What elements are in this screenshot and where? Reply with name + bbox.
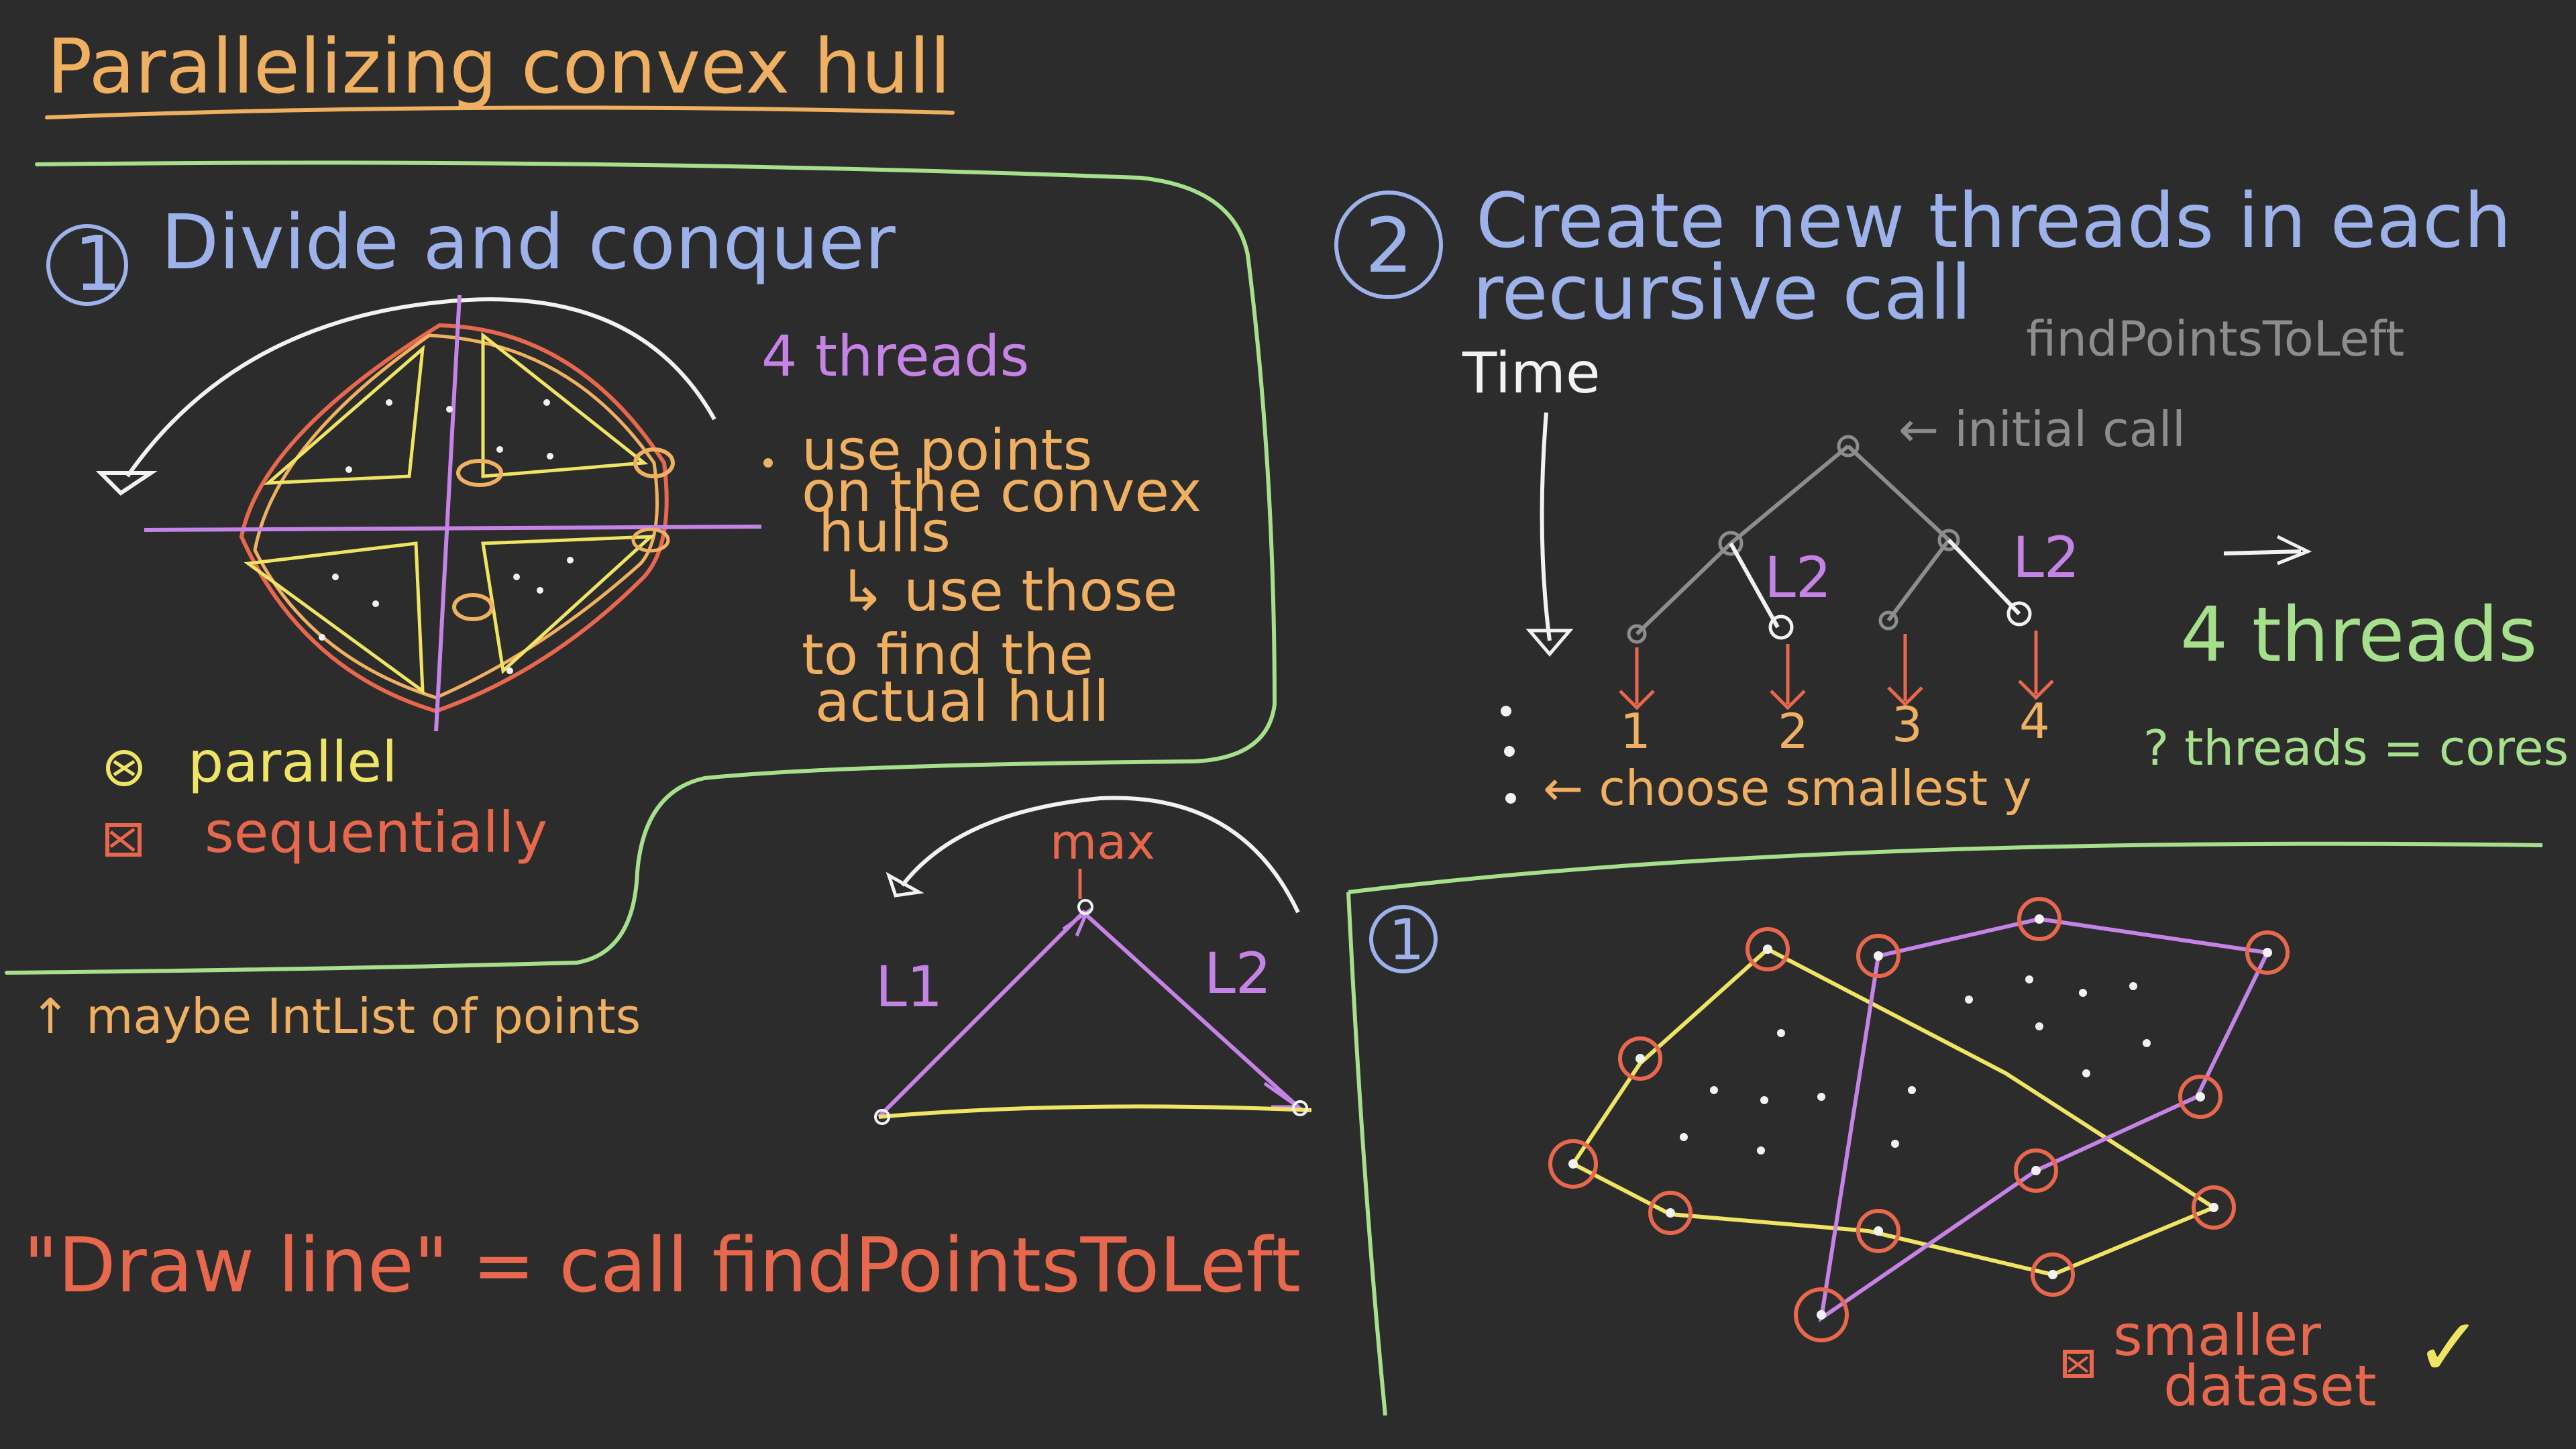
legend-parallel-label: parallel — [188, 729, 398, 795]
tree-leaf-3 — [1878, 610, 1898, 631]
leaf-label-2: 2 — [1778, 703, 1809, 759]
hull-red-outline — [239, 323, 669, 714]
smaller-dataset-line2: dataset — [2163, 1353, 2377, 1419]
triangle-l2-label: L2 — [1204, 941, 1271, 1006]
tree-node-right — [1937, 529, 1960, 551]
axis-vertical — [434, 294, 462, 732]
bullet-text: use points on the convex hulls — [802, 417, 1220, 565]
triangle-yellow-base — [878, 1104, 1312, 1119]
hull-point-marker — [633, 447, 675, 478]
section1-heading: Divide and conquer — [161, 199, 896, 286]
legend-parallel-hatch — [113, 759, 136, 777]
section2-number-circle — [1334, 191, 1443, 299]
tree-leaf-1 — [1627, 624, 1647, 644]
triangle-point-right — [1292, 1100, 1308, 1116]
page-title: Parallelizing convex hull — [47, 23, 951, 111]
sequential-hatch-small — [2067, 1356, 2089, 1373]
time-arrow — [1540, 412, 1552, 641]
choose-smallest-note: ← choose smallest y — [1543, 760, 2032, 816]
initial-call-label: ← initial call — [1898, 401, 2186, 458]
intlist-note: ↑ maybe IntList of points — [30, 988, 641, 1044]
hull-yellow — [1570, 947, 2218, 1277]
sequential-swatch-small — [2063, 1350, 2094, 1378]
threads-arrow — [2223, 549, 2302, 555]
hull-orange-outline — [253, 333, 659, 700]
section3-number: 1 — [1389, 907, 1424, 973]
axis-horizontal — [144, 525, 762, 532]
leaf-label-1: 1 — [1620, 703, 1651, 759]
hull-interior-points — [319, 399, 574, 674]
tree-leaf-2 — [1768, 614, 1794, 640]
leaf-label-3: 3 — [1892, 696, 1923, 753]
bullet-line-3: hulls — [818, 499, 951, 565]
legend-parallel-swatch — [106, 750, 142, 786]
threads-cores-note: ? threads = cores — [2143, 720, 2569, 776]
bullet-dot — [763, 458, 773, 468]
ellipsis-dots — [1501, 706, 1516, 804]
triangle-point-left — [874, 1109, 890, 1125]
hull-point-marker — [456, 459, 503, 487]
hull-arc-arrowhead — [95, 471, 158, 496]
smaller-dataset-line1: smaller — [2113, 1303, 2321, 1368]
time-arrowhead — [1525, 629, 1574, 657]
function-label: findPointsToLeft — [2026, 311, 2404, 367]
title-underline — [45, 105, 955, 119]
section1-number: 1 — [74, 221, 121, 308]
hull-point-marker — [452, 593, 494, 621]
subhull-bottom-left — [244, 541, 425, 695]
triangle-l1-label: L1 — [875, 954, 943, 1020]
hull-point-marker — [631, 527, 670, 553]
triangle-right-arrowhead — [1263, 1081, 1303, 1109]
tree-edge-highlight — [1947, 538, 2021, 616]
sub-bullet-line-2: to find the — [802, 622, 1093, 688]
hull-arc-arrow — [125, 297, 716, 478]
triangle-max-label: max — [1050, 814, 1155, 870]
draw-line-note: "Draw line" = call findPointsToLeft — [23, 1222, 1301, 1309]
section-border-left — [5, 160, 1277, 975]
subhull-top-right — [481, 331, 649, 478]
tree-l2-left: L2 — [1764, 545, 1831, 610]
tree-l2-right: L2 — [2012, 525, 2080, 590]
section3-number-circle — [1369, 905, 1438, 973]
subhull-top-left — [263, 344, 425, 485]
threads-result: 4 threads — [2180, 592, 2537, 679]
checkmark: ✓ — [2415, 1301, 2483, 1395]
threads-note: 4 threads — [761, 323, 1029, 389]
sub-bullet-line-3: actual hull — [815, 669, 1110, 735]
section-border-right-top — [1348, 841, 2543, 894]
leaf-label-4: 4 — [2019, 693, 2050, 749]
legend-sequential-swatch — [105, 823, 142, 857]
thread-arrows — [1619, 631, 2054, 710]
tree-edge-highlight — [1729, 542, 1780, 629]
bullet-line-2: on the convex — [802, 459, 1201, 525]
time-label: Time — [1462, 340, 1601, 406]
tree-node-root — [1837, 435, 1860, 458]
section2-number: 2 — [1365, 203, 1413, 290]
hull-red-markers — [1548, 897, 2290, 1342]
triangle-arc-arrow — [900, 796, 1300, 914]
section2-heading-line2: recursive call — [1472, 250, 1972, 337]
section-border-right-left — [1346, 892, 1387, 1416]
threads-arrowhead — [2276, 535, 2312, 566]
legend-sequential-hatch — [109, 827, 136, 852]
triangle-arc-arrowhead — [885, 871, 924, 898]
section1-number-circle — [46, 224, 128, 306]
tree-leaf-4 — [2006, 601, 2032, 627]
sub-bullet-text: ↳ use those to find the actual hull — [802, 558, 1195, 735]
sub-bullet-line-1: ↳ use those — [839, 558, 1177, 624]
section2-heading-line1: Create new threads in each — [1476, 178, 2512, 265]
hull-interior-points-2 — [1568, 914, 2272, 1320]
triangle-point-max — [1077, 899, 1093, 915]
tree-node-left — [1718, 531, 1743, 556]
legend-sequential-label: sequentially — [205, 800, 547, 865]
bullet-line-1: use points — [802, 417, 1092, 483]
